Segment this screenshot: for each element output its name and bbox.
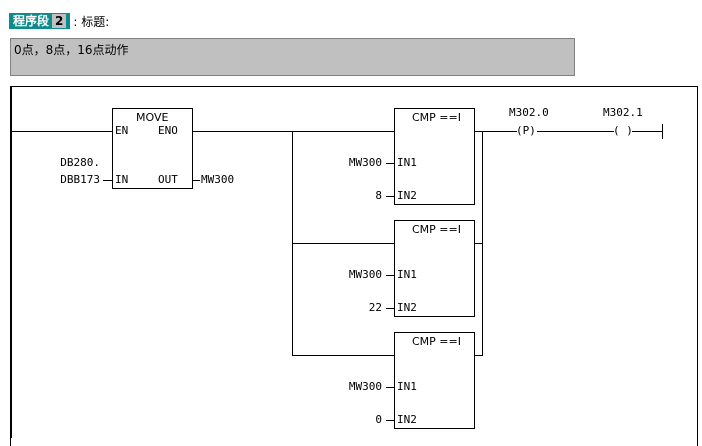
move-block[interactable] bbox=[112, 108, 193, 189]
move-en-label: EN bbox=[115, 124, 129, 137]
wire bbox=[475, 131, 483, 132]
cmp-2-in1-label: IN1 bbox=[397, 268, 417, 281]
wire bbox=[483, 131, 517, 132]
cmp-2-in2-operand[interactable]: 22 bbox=[368, 301, 382, 314]
move-title: MOVE bbox=[136, 111, 169, 124]
cmp-1-in1-label: IN1 bbox=[397, 156, 417, 169]
wire bbox=[386, 275, 394, 276]
cmp-1-title: CMP ==I bbox=[412, 111, 461, 124]
cmp-block-1[interactable] bbox=[394, 108, 475, 205]
segment-label: 程序段 bbox=[13, 14, 50, 28]
wire bbox=[482, 131, 483, 356]
coil-operand[interactable]: M302.1 bbox=[603, 106, 643, 119]
wire bbox=[12, 131, 113, 132]
wire bbox=[386, 420, 394, 421]
wire bbox=[386, 308, 394, 309]
move-eno-label: ENO bbox=[158, 124, 178, 137]
move-in-operand-line1[interactable]: DB280. bbox=[60, 156, 100, 169]
wire bbox=[386, 387, 394, 388]
cmp-2-title: CMP ==I bbox=[412, 223, 461, 236]
cmp-3-in2-operand[interactable]: 0 bbox=[375, 413, 382, 426]
move-in-operand-line2[interactable]: DBB173 bbox=[60, 173, 100, 186]
cmp-block-3[interactable] bbox=[394, 332, 475, 429]
wire bbox=[193, 180, 200, 181]
wire bbox=[103, 180, 112, 181]
p-contact-letter: P bbox=[522, 124, 530, 137]
move-out-operand[interactable]: MW300 bbox=[201, 173, 235, 186]
wire bbox=[475, 243, 483, 244]
wire-end bbox=[662, 124, 663, 139]
cmp-3-in2-label: IN2 bbox=[397, 413, 417, 426]
wire bbox=[386, 163, 394, 164]
cmp-1-in2-operand[interactable]: 8 bbox=[375, 189, 382, 202]
wire bbox=[632, 131, 662, 132]
power-rail bbox=[10, 86, 12, 438]
cmp-block-2[interactable] bbox=[394, 220, 475, 317]
wire bbox=[292, 243, 395, 244]
coil-symbol[interactable]: ( ) bbox=[613, 124, 633, 137]
p-contact-operand[interactable]: M302.0 bbox=[509, 106, 549, 119]
wire bbox=[292, 355, 395, 356]
network-comment[interactable]: 0点，8点，16点动作 bbox=[10, 38, 575, 76]
cmp-3-title: CMP ==I bbox=[412, 335, 461, 348]
title-label: : 标题: bbox=[73, 14, 110, 29]
cmp-3-in1-label: IN1 bbox=[397, 380, 417, 393]
p-contact-symbol[interactable]: (P) bbox=[516, 124, 536, 137]
wire bbox=[193, 131, 395, 132]
cmp-1-in2-label: IN2 bbox=[397, 189, 417, 202]
cmp-2-in2-label: IN2 bbox=[397, 301, 417, 314]
cmp-2-in1-operand[interactable]: MW300 bbox=[348, 268, 382, 281]
move-out-label: OUT bbox=[158, 173, 178, 186]
wire bbox=[537, 131, 614, 132]
cmp-1-in1-operand[interactable]: MW300 bbox=[348, 156, 382, 169]
segment-number: 2 bbox=[52, 14, 67, 28]
move-in-label: IN bbox=[115, 173, 129, 186]
wire bbox=[386, 196, 394, 197]
wire bbox=[475, 355, 483, 356]
coil-inner bbox=[620, 124, 627, 137]
cmp-3-in1-operand[interactable]: MW300 bbox=[348, 380, 382, 393]
